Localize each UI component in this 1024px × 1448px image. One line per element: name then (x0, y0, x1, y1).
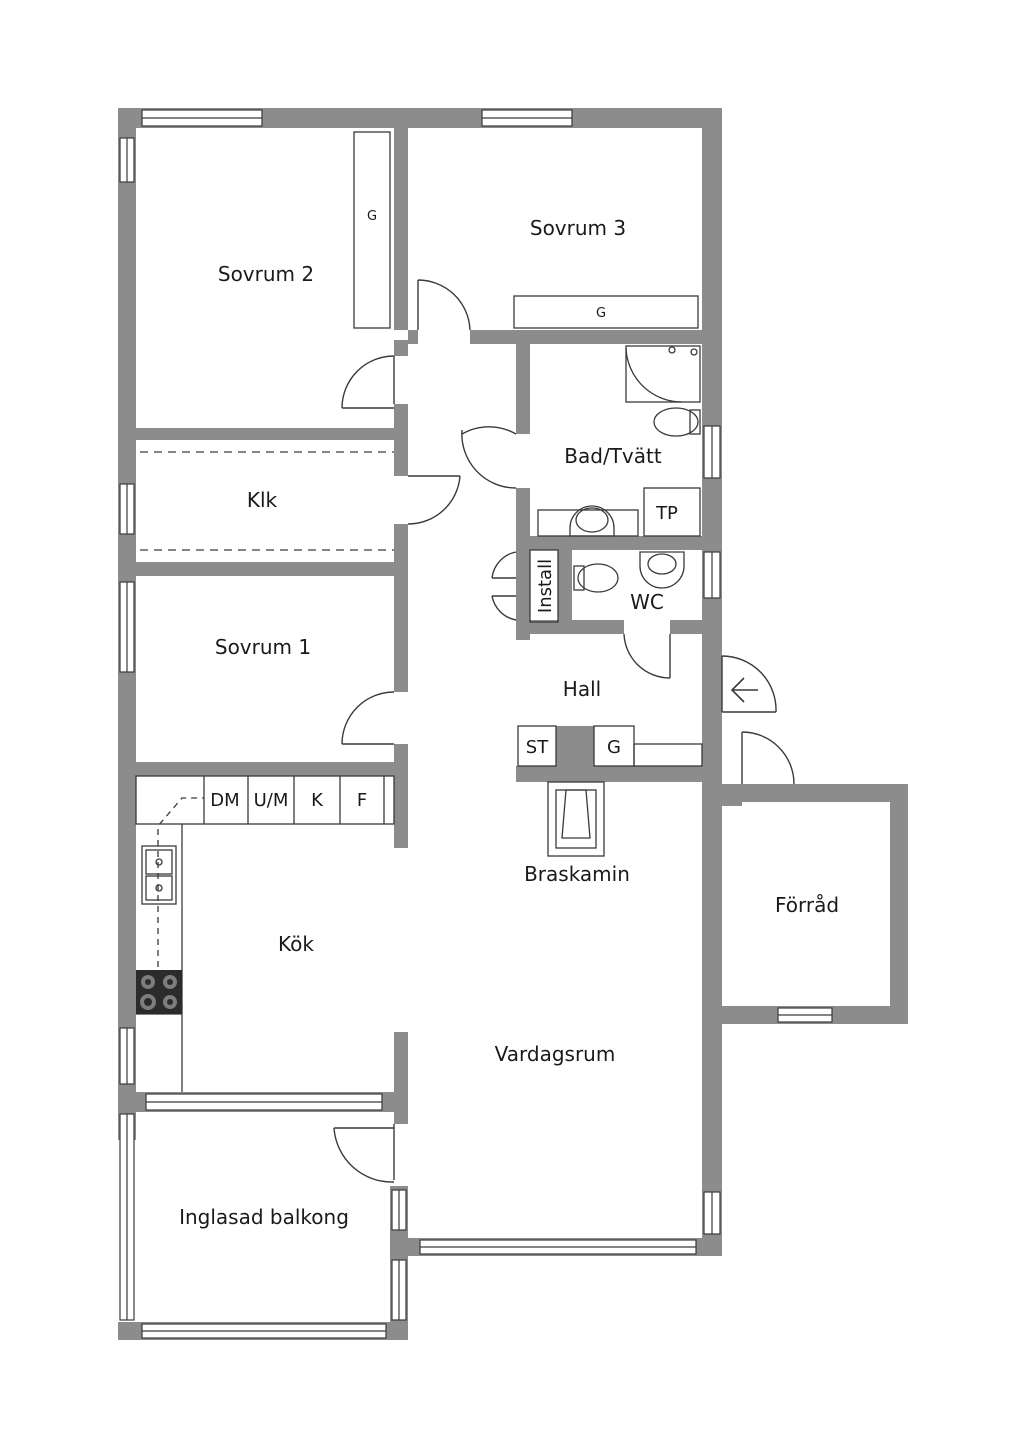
label-hall: Hall (563, 677, 601, 701)
label-wc: WC (630, 590, 664, 614)
sink-icon (569, 505, 615, 537)
label-wardrobe-sovrum3: G (596, 306, 606, 321)
windows (119, 109, 833, 1339)
install-box (529, 549, 559, 623)
fireplace-icon (547, 781, 605, 857)
label-vardagsrum: Vardagsrum (495, 1042, 616, 1066)
label-forrad: Förråd (775, 893, 839, 917)
wardrobe-sovrum2 (353, 131, 391, 329)
label-kok: Kök (278, 932, 314, 956)
label-balkong: Inglasad balkong (179, 1205, 349, 1229)
doors (333, 279, 795, 1183)
sink-icon (639, 551, 685, 589)
label-bad: Bad/Tvätt (564, 444, 662, 468)
label-wardrobe-sovrum2: G (367, 209, 377, 224)
label-k: K (311, 790, 324, 811)
sink-icon (141, 845, 177, 905)
label-tp: TP (655, 503, 678, 524)
arrow-left-icon (730, 677, 758, 703)
walls (118, 108, 908, 1340)
label-braskamin: Braskamin (524, 862, 630, 886)
toilet-icon (573, 563, 619, 593)
label-um: U/M (254, 790, 289, 811)
label-f: F (357, 790, 367, 811)
label-sovrum3: Sovrum 3 (530, 216, 626, 240)
label-sovrum1: Sovrum 1 (215, 635, 311, 659)
label-dm: DM (210, 790, 239, 811)
label-st: ST (526, 737, 549, 758)
shower-icon (625, 345, 701, 403)
toilet-icon (653, 407, 701, 437)
fixtures (135, 131, 703, 1092)
room-labels: Sovrum 2 Sovrum 3 Klk Sovrum 1 Bad/Tvätt… (179, 216, 839, 1229)
wardrobe-sovrum3 (513, 295, 699, 329)
fixture-labels: G G TP Install ST G DM U/M K F (210, 209, 678, 811)
label-closet-g: G (607, 737, 621, 758)
label-klk: Klk (247, 488, 278, 512)
label-sovrum2: Sovrum 2 (218, 262, 314, 286)
cooktop-icon (136, 970, 182, 1014)
label-install: Install (535, 559, 556, 613)
tp-box (643, 487, 701, 537)
closet-st (517, 725, 557, 767)
